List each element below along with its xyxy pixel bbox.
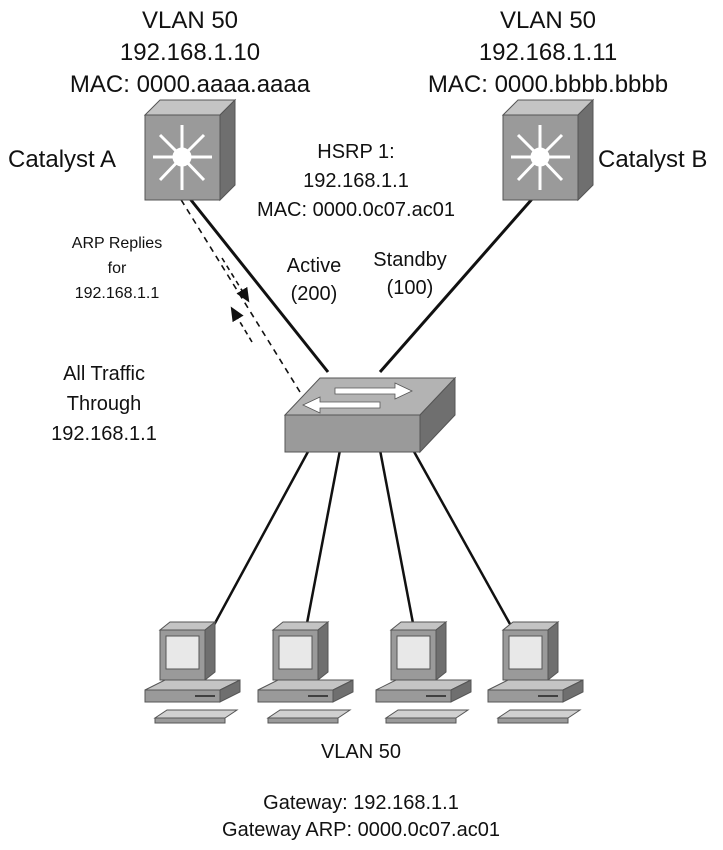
catalyst-b-mac: MAC: 0000.bbbb.bbbb	[427, 71, 669, 98]
host-pc-2-icon	[257, 620, 354, 724]
catalyst-b-role: Standby	[373, 249, 447, 271]
catalyst-a-mac: MAC: 0000.aaaa.aaaa	[69, 71, 311, 98]
hsrp-virtual-ip: 192.168.1.1	[303, 170, 409, 192]
host-pc-3-icon	[375, 620, 472, 724]
arp-replies-label: ARP Replies	[71, 235, 163, 252]
traffic-label-line3: 192.168.1.1	[51, 423, 157, 445]
link-catalyst-a	[181, 189, 330, 373]
host-pc-1-icon	[144, 620, 241, 724]
catalyst-b-priority: (100)	[386, 277, 434, 299]
link-catalyst-b	[378, 189, 542, 373]
catalyst-a-name: Catalyst A	[8, 146, 117, 173]
arp-dashed-line	[179, 197, 301, 393]
arp-arrow-down	[221, 257, 250, 303]
arp-arrow-up	[230, 306, 253, 343]
hosts-gateway-arp-label: Gateway ARP: 0000.0c07.ac01	[222, 819, 500, 841]
catalyst-b-vlan: VLAN 50	[499, 7, 597, 34]
hsrp-group-label: HSRP 1:	[317, 141, 395, 163]
host-pc-4-icon	[487, 620, 584, 724]
access-switch-icon	[283, 376, 457, 454]
catalyst-a-role: Active	[286, 255, 342, 277]
catalyst-b-ip: 192.168.1.11	[478, 39, 618, 66]
catalyst-b-icon	[501, 98, 595, 202]
catalyst-a-icon	[143, 98, 237, 202]
arp-ip-label: 192.168.1.1	[74, 285, 160, 302]
hosts-gateway-label: Gateway: 192.168.1.1	[263, 792, 459, 814]
catalyst-a-ip: 192.168.1.10	[119, 39, 261, 66]
catalyst-a-vlan: VLAN 50	[141, 7, 239, 34]
hosts-vlan-label: VLAN 50	[320, 741, 402, 763]
traffic-label-line2: Through	[66, 393, 142, 415]
arp-for-label: for	[107, 260, 127, 277]
traffic-label-line1: All Traffic	[63, 363, 145, 385]
hsrp-virtual-mac: MAC: 0000.0c07.ac01	[257, 199, 455, 221]
catalyst-a-priority: (200)	[290, 283, 338, 305]
catalyst-b-name: Catalyst B	[598, 146, 708, 173]
